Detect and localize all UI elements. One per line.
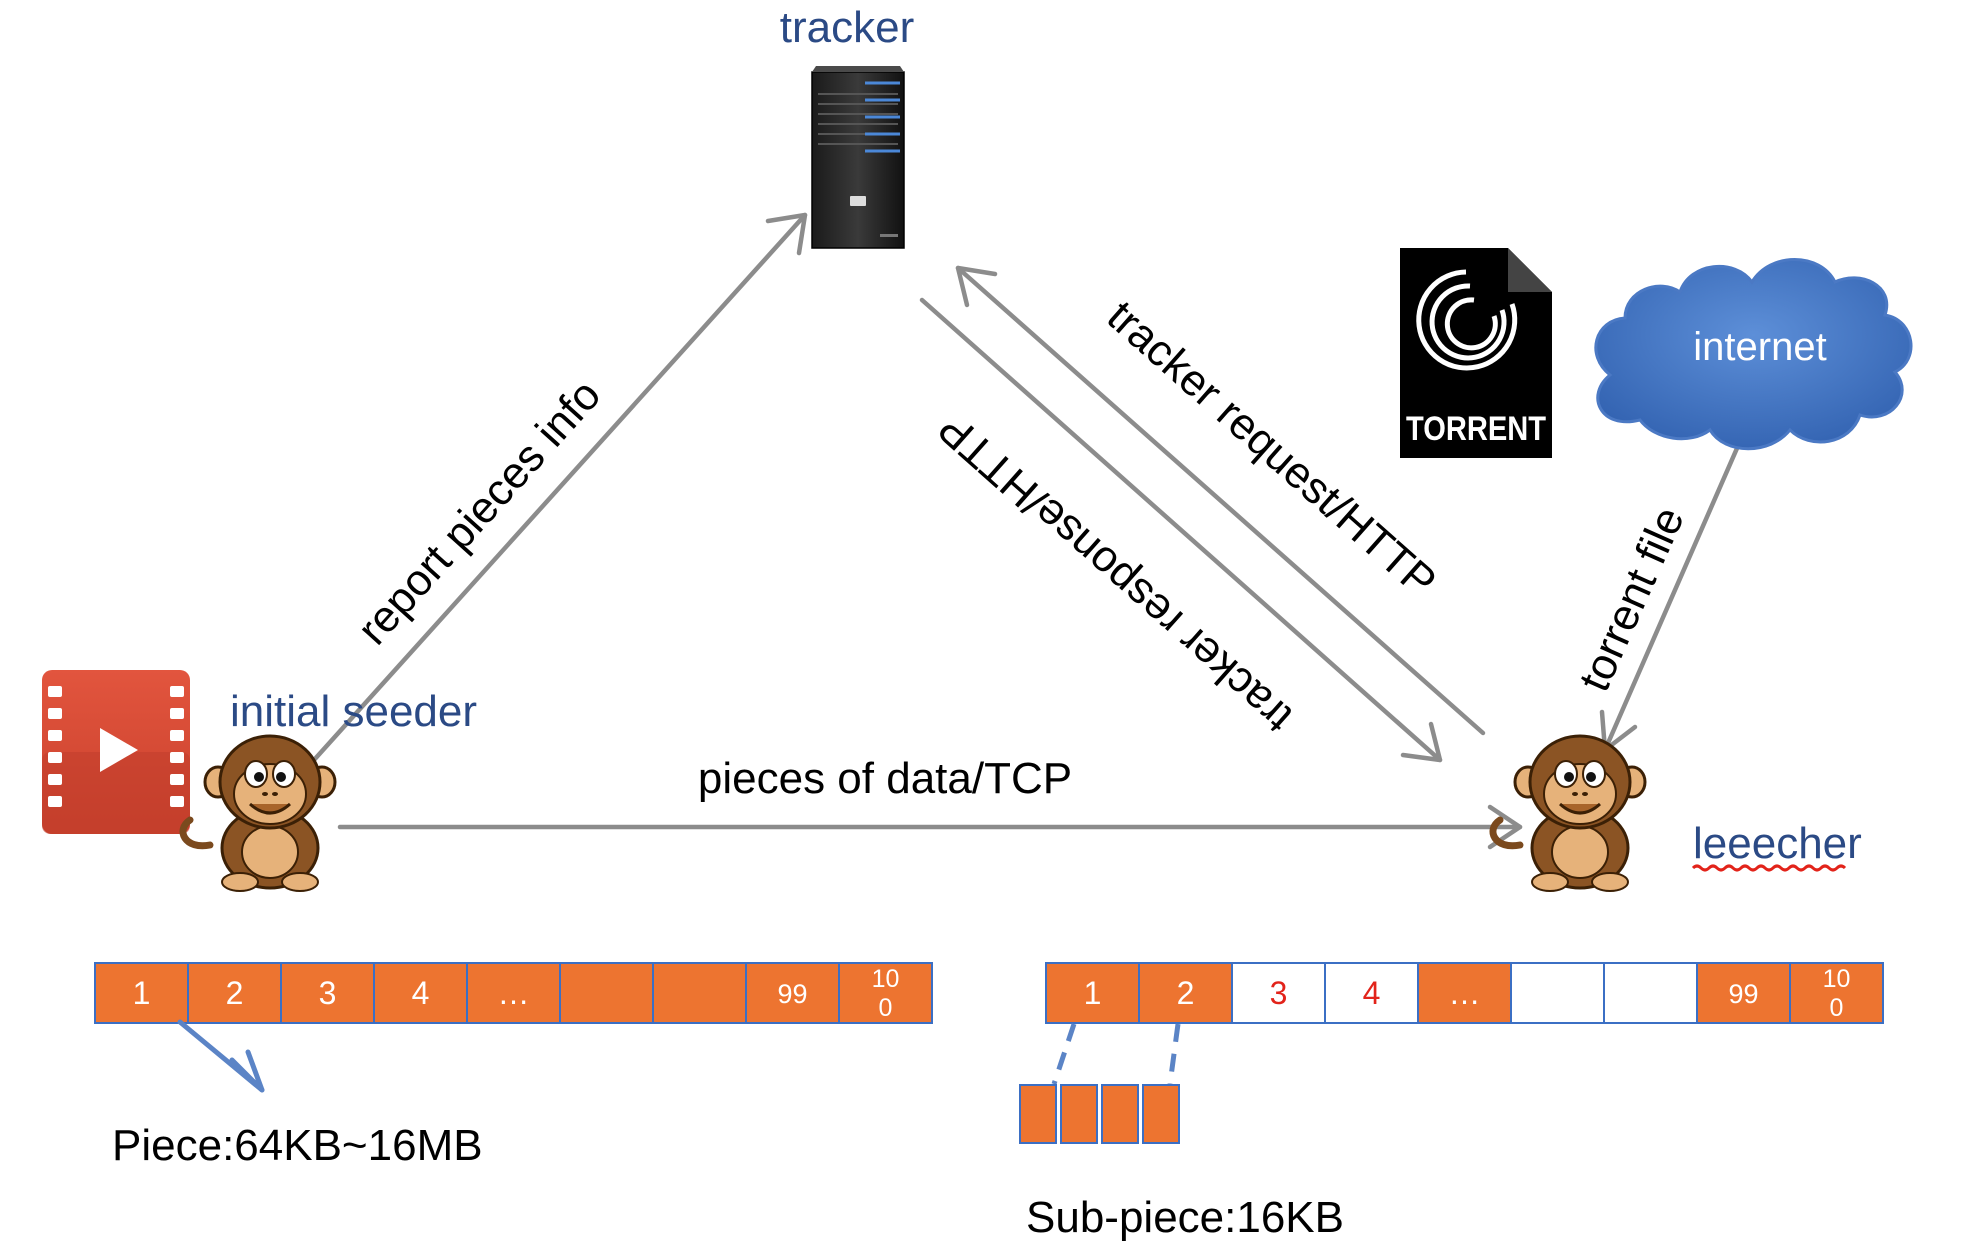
piece-cell: 4 (373, 962, 468, 1024)
piece-cell-label: 1 (1084, 975, 1102, 1011)
piece-cell: 2 (1138, 962, 1233, 1024)
piece-cell (652, 962, 747, 1024)
piece-cell-box (1603, 962, 1698, 1024)
piece-cell-box (466, 962, 561, 1024)
seeder-label: initial seeder (230, 687, 477, 736)
piece-cell-box (745, 962, 840, 1024)
request-arrow (955, 265, 1486, 736)
piece-caption: Piece:64KB~16MB (112, 1121, 483, 1170)
arrows (302, 212, 1741, 850)
tracker-label: tracker (780, 3, 914, 52)
piece-cell-box (1510, 962, 1605, 1024)
piece-cell: 4 (1324, 962, 1419, 1024)
seeder-monkey-icon (183, 736, 335, 891)
piece-cell-box (1417, 962, 1512, 1024)
piece-cell-box (373, 962, 468, 1024)
leecher-label: leeecher (1693, 819, 1862, 868)
piece-cell-box (1138, 962, 1233, 1024)
piece-cell: 99 (745, 962, 840, 1024)
sub-piece-box (1060, 1084, 1098, 1144)
request-arrow-head (955, 265, 998, 308)
piece-cell-label: 4 (1363, 975, 1381, 1011)
piece-cell-box (1324, 962, 1419, 1024)
spellcheck-squiggle (1691, 864, 1847, 872)
report-label: report pieces info (348, 370, 610, 654)
piece-cell: 1 (94, 962, 189, 1024)
piece-size-arrow (177, 1019, 265, 1093)
leecher-monkey-icon (1493, 736, 1645, 891)
piece-cell: … (466, 962, 561, 1024)
sub-piece-box (1101, 1084, 1139, 1144)
video-file-icon (42, 670, 190, 834)
subpiece-caption: Sub-piece:16KB (1026, 1193, 1344, 1242)
report-arrow (302, 212, 808, 773)
pieces-label: pieces of data/TCP (698, 754, 1072, 803)
torrent-file-arrow (1602, 443, 1741, 753)
cloud-icon: internet (1594, 258, 1913, 451)
piece-cell-label: … (1449, 975, 1481, 1011)
sub-piece-connectors (1051, 1023, 1181, 1085)
response-arrow (919, 297, 1443, 763)
report-arrow-head (765, 212, 808, 256)
piece-cell: 99 (1696, 962, 1791, 1024)
piece-cell-label: 99 (1728, 979, 1758, 1009)
piece-cell-box (652, 962, 747, 1024)
piece-cell-label: 99 (777, 979, 807, 1009)
torrent-file-label: torrent file (1570, 500, 1694, 699)
piece-cell (1603, 962, 1698, 1024)
cloud-label: internet (1693, 325, 1826, 369)
piece-cell-box (1231, 962, 1326, 1024)
piece-cell: … (1417, 962, 1512, 1024)
piece-cell-box (559, 962, 654, 1024)
piece-cell (559, 962, 654, 1024)
piece-cell-label: … (498, 975, 530, 1011)
torrent-icon-label: TORRENT (1406, 410, 1546, 448)
piece-cell: 3 (1231, 962, 1326, 1024)
torrent-file-icon: TORRENT (1400, 248, 1552, 458)
piece-cell (1510, 962, 1605, 1024)
request-label: tracker request/HTTP (1098, 291, 1445, 606)
piece-cell-label: 1 (133, 975, 151, 1011)
piece-cell-label: 4 (412, 975, 430, 1011)
piece-cell-box (280, 962, 375, 1024)
piece-cell-label: 2 (226, 975, 244, 1011)
sub-piece-box (1142, 1084, 1180, 1144)
sub-piece-box (1019, 1084, 1057, 1144)
piece-cell-box (1045, 962, 1140, 1024)
piece-cell-box (94, 962, 189, 1024)
server-icon (811, 66, 905, 249)
piece-cell-label: 3 (319, 975, 337, 1011)
piece-cell: 1 (1045, 962, 1140, 1024)
piece-cell: 3 (280, 962, 375, 1024)
response-arrow-head (1400, 721, 1443, 763)
piece-cell: 2 (187, 962, 282, 1024)
piece-cell-label: 2 (1177, 975, 1195, 1011)
sub-piece-row (1019, 1084, 1180, 1144)
piece-cell-box (1789, 962, 1884, 1024)
piece-cell-box (838, 962, 933, 1024)
piece-cell-label: 3 (1270, 975, 1288, 1011)
